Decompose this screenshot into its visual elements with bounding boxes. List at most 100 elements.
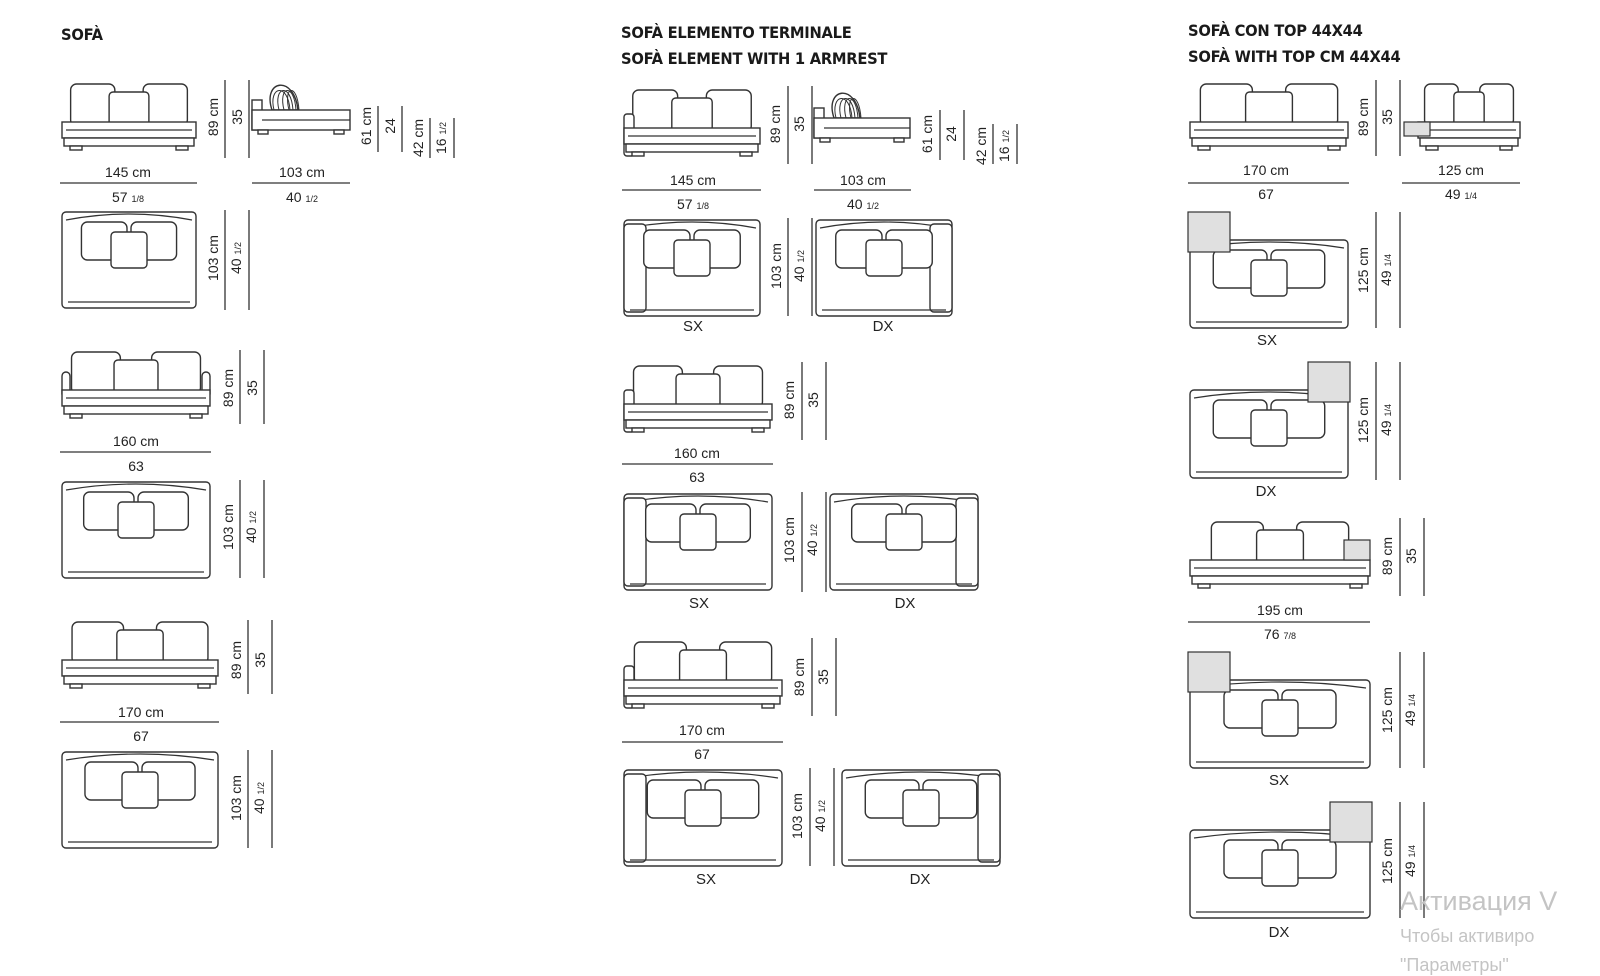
cushion-fold — [277, 90, 294, 111]
cushion-plan — [1261, 849, 1299, 887]
cushion-plan — [110, 231, 148, 269]
title-sofa: SOFÀ — [61, 25, 103, 44]
foot — [1327, 145, 1341, 151]
height-inch-label: 35 — [805, 392, 821, 408]
cushion-plan — [117, 501, 155, 539]
width-inch-label: 40 1/2 — [847, 196, 879, 212]
height-label: 89 cm — [1379, 536, 1395, 576]
sofa-front-view — [61, 351, 211, 419]
depth-label: 103 cm — [228, 775, 244, 821]
sofa-plan-view — [841, 769, 1001, 867]
activation-watermark-text: Чтобы активиро — [1400, 926, 1535, 946]
height-label: 89 cm — [1355, 97, 1371, 137]
width-label: 170 cm — [1243, 162, 1289, 178]
foot — [69, 683, 83, 689]
sofa-plan-view — [623, 769, 783, 867]
back-cushion — [712, 365, 764, 409]
back-edge — [65, 753, 215, 761]
back-cushion — [1199, 83, 1254, 127]
height-label: 42 cm — [973, 126, 989, 166]
foot — [189, 413, 203, 419]
height-label: 61 cm — [919, 114, 935, 154]
depth-inch-label: 49 1/4 — [1378, 404, 1394, 436]
depth-label: 103 cm — [205, 235, 221, 281]
armrest-plan — [623, 223, 647, 313]
side-top — [1403, 121, 1431, 137]
side-label-sx: SX — [688, 595, 710, 612]
cushion-plan — [1250, 409, 1288, 447]
back-cushion — [71, 621, 125, 665]
side-label-dx: DX — [1255, 483, 1277, 500]
sofa-front-view — [61, 83, 197, 151]
width-inch-label: 57 1/8 — [112, 189, 144, 205]
cushion-plan — [865, 239, 903, 277]
depth-label: 103 cm — [781, 517, 797, 563]
side-label-dx: DX — [872, 318, 894, 335]
depth-label: 125 cm — [1355, 397, 1371, 443]
foot — [631, 151, 645, 157]
sofa-front-view — [1189, 521, 1371, 589]
height-label: 89 cm — [781, 380, 797, 420]
width-label: 145 cm — [670, 172, 716, 188]
sofa-front-view — [61, 621, 219, 689]
depth-inch-label: 40 1/2 — [243, 511, 259, 543]
foot — [631, 703, 645, 709]
back-edge — [65, 483, 207, 491]
cushion-fold — [839, 98, 856, 119]
back-cushion — [1210, 521, 1265, 565]
activation-watermark-title: Активация V — [1400, 886, 1558, 916]
height-label: 89 cm — [220, 368, 236, 408]
foot — [751, 427, 765, 433]
sofa-plan-view — [623, 219, 761, 317]
height-inch-label: 24 — [382, 118, 398, 134]
foot — [739, 151, 753, 157]
height-label: 89 cm — [205, 97, 221, 137]
side-label-dx: DX — [894, 595, 916, 612]
depth-inch-label: 40 1/2 — [251, 782, 267, 814]
depth-label: 103 cm — [789, 793, 805, 839]
back-cushion — [705, 89, 752, 133]
armrest-plan — [929, 223, 953, 313]
armrest-plan — [977, 773, 1001, 863]
sofa-plan-view — [815, 219, 953, 317]
depth-label: 103 cm — [220, 504, 236, 550]
armrest-plan — [623, 497, 647, 587]
back-cushion — [155, 621, 209, 665]
base — [63, 137, 195, 147]
side-label-sx: SX — [695, 871, 717, 888]
sofa-side-view — [813, 92, 911, 143]
sofa-plan-view — [623, 493, 773, 591]
depth-inch-label: 40 1/2 — [791, 250, 807, 282]
cushion-fold — [282, 90, 297, 111]
height-inch-label: 35 — [252, 652, 268, 668]
height-inch-label: 16 1/2 — [433, 122, 449, 154]
foot — [333, 129, 345, 135]
back-cushion — [69, 83, 116, 127]
height-inch-label: 35 — [244, 380, 260, 396]
base — [625, 695, 781, 705]
foot — [197, 683, 211, 689]
depth-label: 103 cm — [768, 243, 784, 289]
cushion-plan — [684, 789, 722, 827]
width-label: 103 cm — [279, 164, 325, 180]
height-inch-label: 35 — [791, 116, 807, 132]
back-cushion — [142, 83, 189, 127]
title-top-it: SOFÀ CON TOP 44X44 — [1188, 21, 1363, 40]
width-label: 160 cm — [113, 433, 159, 449]
back-cushion — [70, 351, 122, 395]
cushion-fold — [849, 98, 862, 119]
foot — [819, 137, 831, 143]
side-label-sx: SX — [1268, 772, 1290, 789]
cushion-plan — [1250, 259, 1288, 297]
cushion-plan — [673, 239, 711, 277]
back-cushion — [1284, 83, 1339, 127]
depth-inch-label: 40 1/2 — [228, 242, 244, 274]
side-label-sx: SX — [1256, 332, 1278, 349]
armrest-plan — [955, 497, 979, 587]
side-top — [1343, 539, 1371, 561]
activation-watermark-text2: "Параметры" — [1400, 955, 1509, 975]
base — [625, 419, 771, 429]
width-inch-label: 67 — [1258, 186, 1274, 202]
cushion-plan — [1261, 699, 1299, 737]
sofa-front-view — [623, 89, 761, 157]
